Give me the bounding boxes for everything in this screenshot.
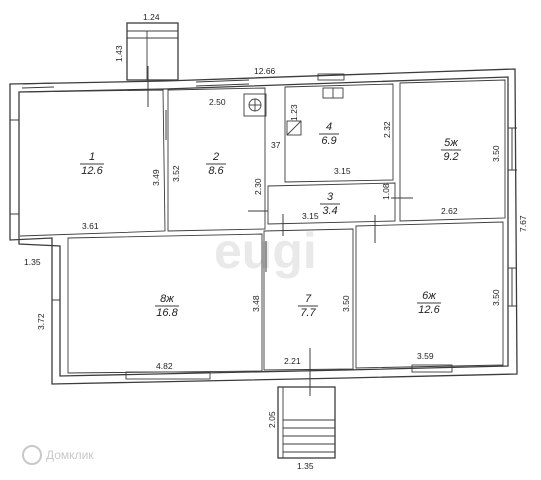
interior-walls — [18, 79, 506, 396]
room-area: 12.6 — [418, 304, 440, 316]
dim-room7-height: 3.50 — [341, 295, 351, 312]
dim-left-height: 3.72 — [36, 313, 46, 330]
dim-room1-height: 3.49 — [151, 169, 161, 186]
domclick-logo-icon — [22, 445, 42, 465]
dim-room2-depth: 2.30 — [253, 178, 263, 195]
dim-room4-width-top: 1.23 — [289, 104, 299, 121]
dim-room7-width: 2.21 — [284, 356, 301, 366]
room-4: 4 6.9 — [319, 121, 339, 147]
dim-room2-height: 3.52 — [171, 165, 181, 182]
room-number: 7 — [305, 293, 312, 305]
dimension-labels: 1.24 1.43 12.66 2.50 1.23 2.32 37 3.15 3… — [24, 12, 528, 471]
dim-room2-width: 2.50 — [209, 97, 226, 107]
bottom-porch — [277, 386, 336, 459]
dim-porch-top-depth: 1.43 — [114, 45, 124, 62]
dim-room5-width: 2.62 — [441, 206, 458, 216]
dim-room5-height: 3.50 — [491, 145, 501, 162]
dim-room3-height: 1.08 — [381, 183, 391, 200]
room-number: 3 — [327, 191, 334, 203]
dim-room4-small: 37 — [271, 140, 281, 150]
dim-room4-width: 3.15 — [334, 166, 351, 176]
dim-room4-height: 2.32 — [382, 121, 392, 138]
dim-room8-height: 3.48 — [251, 295, 261, 312]
dim-room3-width: 3.15 — [302, 211, 319, 221]
room-area: 3.4 — [322, 205, 337, 217]
brand-name: Домклик — [46, 448, 94, 462]
room-number: 4 — [326, 121, 332, 133]
room-number: 1 — [89, 151, 95, 163]
room-1: 1 12.6 — [80, 151, 104, 177]
room-5: 5ж 9.2 — [441, 137, 461, 163]
dim-room6-width: 3.59 — [417, 351, 434, 361]
room-6: 6ж 12.6 — [417, 290, 441, 316]
dim-porch-bottom-width: 1.35 — [297, 461, 314, 471]
dim-porch-top-width: 1.24 — [143, 12, 160, 22]
room-3: 3 3.4 — [320, 191, 340, 217]
room-area: 12.6 — [81, 165, 103, 177]
top-porch — [126, 22, 179, 107]
room-number: 5ж — [444, 137, 458, 149]
room-area: 8.6 — [208, 165, 224, 177]
room-area: 9.2 — [443, 151, 458, 163]
dim-room8-width: 4.82 — [156, 361, 173, 371]
dim-room1-width: 3.61 — [82, 221, 99, 231]
dim-room6-height: 3.50 — [491, 289, 501, 306]
exterior-walls — [9, 68, 518, 385]
dim-left-offset: 1.35 — [24, 257, 41, 267]
dim-overall-width: 7.67 — [518, 215, 528, 232]
room-number: 8ж — [160, 293, 174, 305]
brand-logo: Домклик — [22, 445, 94, 465]
dim-porch-bottom-depth: 2.05 — [267, 411, 277, 428]
room-number: 2 — [212, 151, 219, 163]
room-2: 2 8.6 — [206, 151, 226, 177]
room-area: 6.9 — [321, 135, 336, 147]
watermark: eugi — [214, 223, 317, 279]
room-number: 6ж — [422, 290, 436, 302]
room-8: 8ж 16.8 — [155, 293, 179, 319]
room-area: 16.8 — [156, 307, 178, 319]
room-area: 7.7 — [300, 307, 316, 319]
dim-overall-length: 12.66 — [254, 66, 276, 76]
room-7: 7 7.7 — [298, 293, 318, 319]
